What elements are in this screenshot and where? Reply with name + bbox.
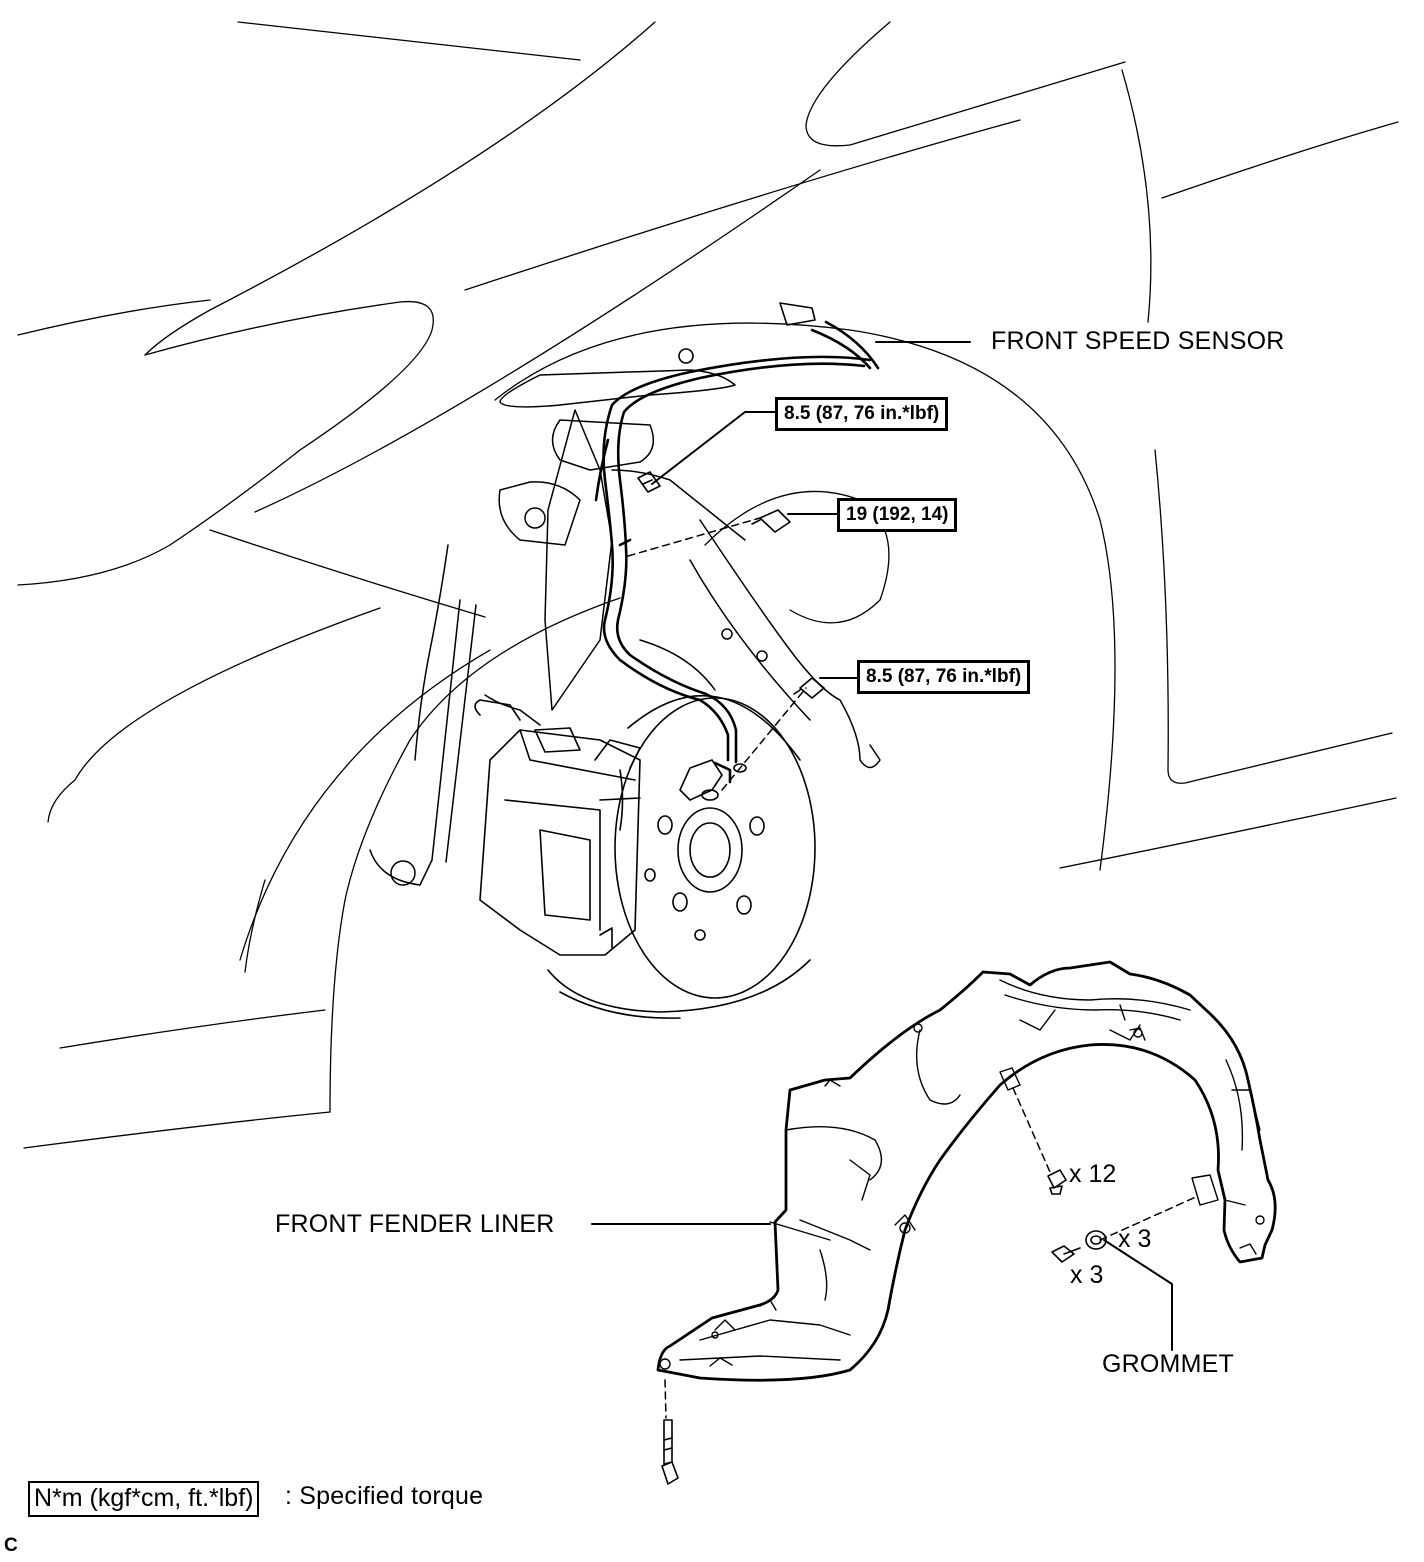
screw-quantity-label: x 3 — [1070, 1261, 1104, 1289]
leader-lines — [591, 341, 1173, 1351]
front-speed-sensor-label: FRONT SPEED SENSOR — [991, 327, 1285, 355]
liner-fasteners — [661, 1169, 1107, 1485]
clip-quantity-label: x 12 — [1069, 1160, 1117, 1188]
figure-id-label: C — [4, 1535, 18, 1556]
grommet-label: GROMMET — [1102, 1350, 1234, 1378]
speed-sensor-harness — [594, 302, 880, 801]
torque-bolts — [637, 471, 825, 699]
front-fender-liner-label: FRONT FENDER LINER — [275, 1210, 555, 1238]
grommet-quantity-label: x 3 — [1118, 1225, 1152, 1253]
fender-liner-details — [659, 979, 1265, 1370]
installation-paths — [627, 517, 1199, 1419]
torque-legend-box: N*m (kgf*cm, ft.*lbf) — [28, 1481, 260, 1517]
torque-legend-description: : Specified torque — [285, 1482, 484, 1510]
torque-spec-sensor-bracket-bolt: 19 (192, 14) — [837, 498, 958, 532]
brake-rotor — [547, 694, 816, 1019]
torque-spec-sensor-clamp-upper: 8.5 (87, 76 in.*lbf) — [775, 397, 949, 431]
brake-caliper — [474, 699, 641, 956]
vehicle-body-outline — [17, 21, 1399, 1149]
torque-spec-sensor-mount-bolt: 8.5 (87, 76 in.*lbf) — [857, 660, 1031, 694]
fender-liner — [656, 960, 1277, 1382]
suspension-assembly — [369, 369, 881, 886]
